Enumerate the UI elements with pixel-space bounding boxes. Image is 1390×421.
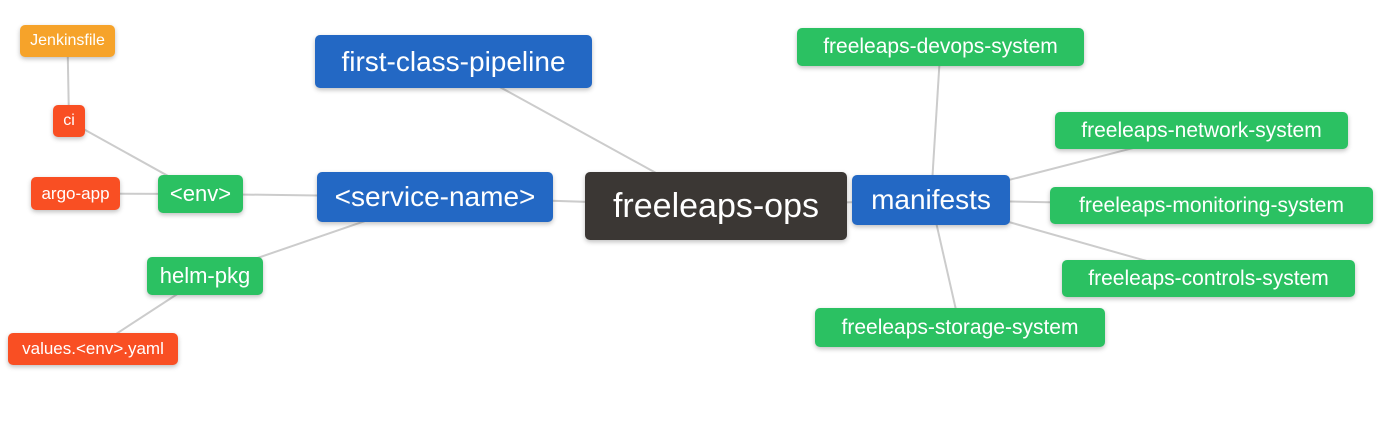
node-devops-system[interactable]: freeleaps-devops-system xyxy=(797,28,1084,66)
node-storage-system[interactable]: freeleaps-storage-system xyxy=(815,308,1105,347)
node-freeleaps-ops[interactable]: freeleaps-ops xyxy=(585,172,847,240)
node-jenkinsfile[interactable]: Jenkinsfile xyxy=(20,25,115,57)
node-label: first-class-pipeline xyxy=(341,45,566,77)
node-monitoring-system[interactable]: freeleaps-monitoring-system xyxy=(1050,187,1373,224)
node-network-system[interactable]: freeleaps-network-system xyxy=(1055,112,1348,149)
node-label: ci xyxy=(63,112,75,129)
node-label: <service-name> xyxy=(334,181,536,212)
node-controls-system[interactable]: freeleaps-controls-system xyxy=(1062,260,1355,297)
node-helm-pkg[interactable]: helm-pkg xyxy=(147,257,263,295)
node-manifests[interactable]: manifests xyxy=(852,175,1010,225)
node-label: freeleaps-ops xyxy=(612,186,819,225)
node-label: argo-app xyxy=(41,183,110,203)
node-label: freeleaps-monitoring-system xyxy=(1079,193,1344,217)
node-label: freeleaps-network-system xyxy=(1081,118,1322,142)
node-env[interactable]: <env> xyxy=(158,175,243,213)
node-label: freeleaps-devops-system xyxy=(823,35,1058,58)
node-label: freeleaps-storage-system xyxy=(841,315,1079,339)
node-label: <env> xyxy=(169,181,232,206)
node-ci[interactable]: ci xyxy=(53,105,85,137)
node-label: Jenkinsfile xyxy=(30,32,105,49)
edge-manifests--devops-system xyxy=(930,46,942,201)
node-argo-app[interactable]: argo-app xyxy=(31,177,120,210)
node-label: manifests xyxy=(871,184,991,215)
node-label: freeleaps-controls-system xyxy=(1088,266,1329,290)
node-values-env-yaml[interactable]: values.<env>.yaml xyxy=(8,333,178,365)
node-label: values.<env>.yaml xyxy=(22,339,164,358)
node-service-name[interactable]: <service-name> xyxy=(317,172,553,222)
node-first-class-pipeline[interactable]: first-class-pipeline xyxy=(315,35,592,88)
node-label: helm-pkg xyxy=(159,263,251,288)
